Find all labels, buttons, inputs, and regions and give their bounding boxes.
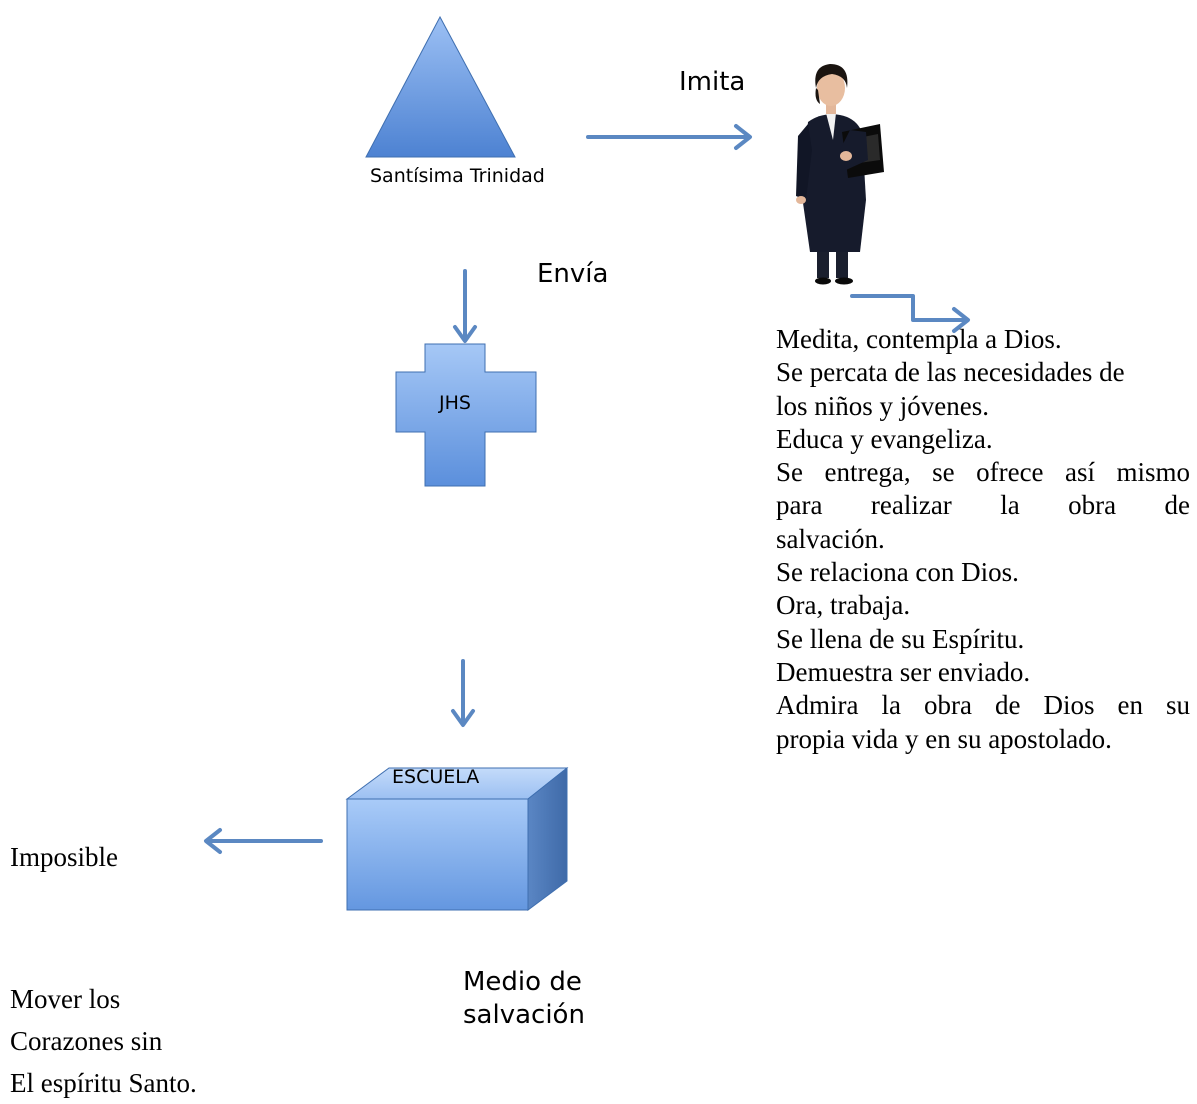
trinity-triangle [365,15,516,158]
escuela-arrow [451,659,475,727]
description-line: salvación. [776,523,885,554]
medio-salvacion-label: Medio de salvación [463,966,585,1032]
jhs-cross [395,343,537,487]
jhs-label: JHS [439,392,471,414]
medio-line: salvación [463,1000,585,1030]
description-line: Educa y evangeliza. [776,423,993,454]
left-note-line: El espíritu Santo. [10,1068,197,1098]
imposible-label: Imposible [10,842,118,872]
trinity-label: Santísima Trinidad [370,165,545,187]
imita-arrow [586,124,752,150]
description-line: Se percata de las necesidades de [776,357,1125,388]
description-line: los niños y jóvenes. [776,390,989,421]
description-line: Demuestra ser enviado. [776,656,1031,687]
left-note-line: Mover los [10,984,121,1014]
left-note-line: Corazones sin [10,1026,163,1056]
imita-label: Imita [679,67,746,97]
envia-arrow [453,269,477,343]
description-line: Se entrega, se ofrece así mismo [776,457,1190,488]
step-arrow [850,294,970,333]
medio-line: Medio de [463,967,582,997]
envia-label: Envía [537,259,609,289]
description-line: Admira la obra de Dios en su [776,690,1190,721]
description-line: Ora, trabaja. [776,590,911,621]
description-line: Se llena de su Espíritu. [776,623,1025,654]
left-notes: Mover los Corazones sin El espíritu Sant… [10,978,197,1104]
description-line: propia vida y en su apostolado. [776,723,1112,754]
description-line: para realizar la obra de [776,490,1190,521]
person-figure [796,64,884,285]
description-line: Medita, contempla a Dios. [776,324,1062,354]
escuela-label: ESCUELA [392,766,480,788]
escuela-box [345,766,569,911]
description-list: Medita, contempla a Dios. Se percata de … [776,323,1190,756]
imposible-arrow [204,828,323,854]
description-line: Se relaciona con Dios. [776,557,1019,588]
